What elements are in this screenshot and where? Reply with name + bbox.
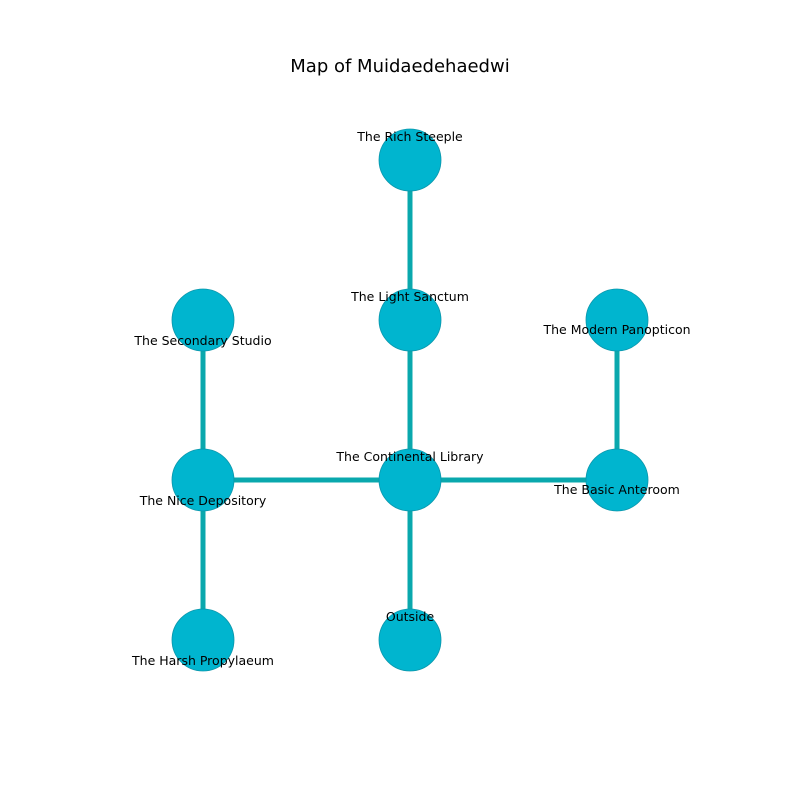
node-label-outside: Outside <box>386 609 435 624</box>
nodes-layer <box>171 128 649 672</box>
node-continental-library <box>378 448 442 512</box>
node-label-basic-anteroom: The Basic Anteroom <box>553 482 680 497</box>
map-title: Map of Muidaedehaedwi <box>290 56 510 77</box>
node-label-secondary-studio: The Secondary Studio <box>133 333 271 348</box>
node-outside <box>378 608 442 672</box>
node-modern-panopticon <box>585 288 649 352</box>
node-light-sanctum <box>378 288 442 352</box>
node-label-modern-panopticon: The Modern Panopticon <box>542 322 690 337</box>
node-harsh-propylaeum <box>171 608 235 672</box>
node-label-nice-depository: The Nice Depository <box>139 493 267 508</box>
node-rich-steeple <box>378 128 442 192</box>
node-nice-depository <box>171 448 235 512</box>
edges-layer <box>200 160 620 640</box>
node-label-continental-library: The Continental Library <box>335 449 484 464</box>
node-secondary-studio <box>171 288 235 352</box>
node-basic-anteroom <box>585 448 649 512</box>
node-label-rich-steeple: The Rich Steeple <box>356 129 463 144</box>
node-label-light-sanctum: The Light Sanctum <box>350 289 469 304</box>
node-label-harsh-propylaeum: The Harsh Propylaeum <box>131 653 274 668</box>
